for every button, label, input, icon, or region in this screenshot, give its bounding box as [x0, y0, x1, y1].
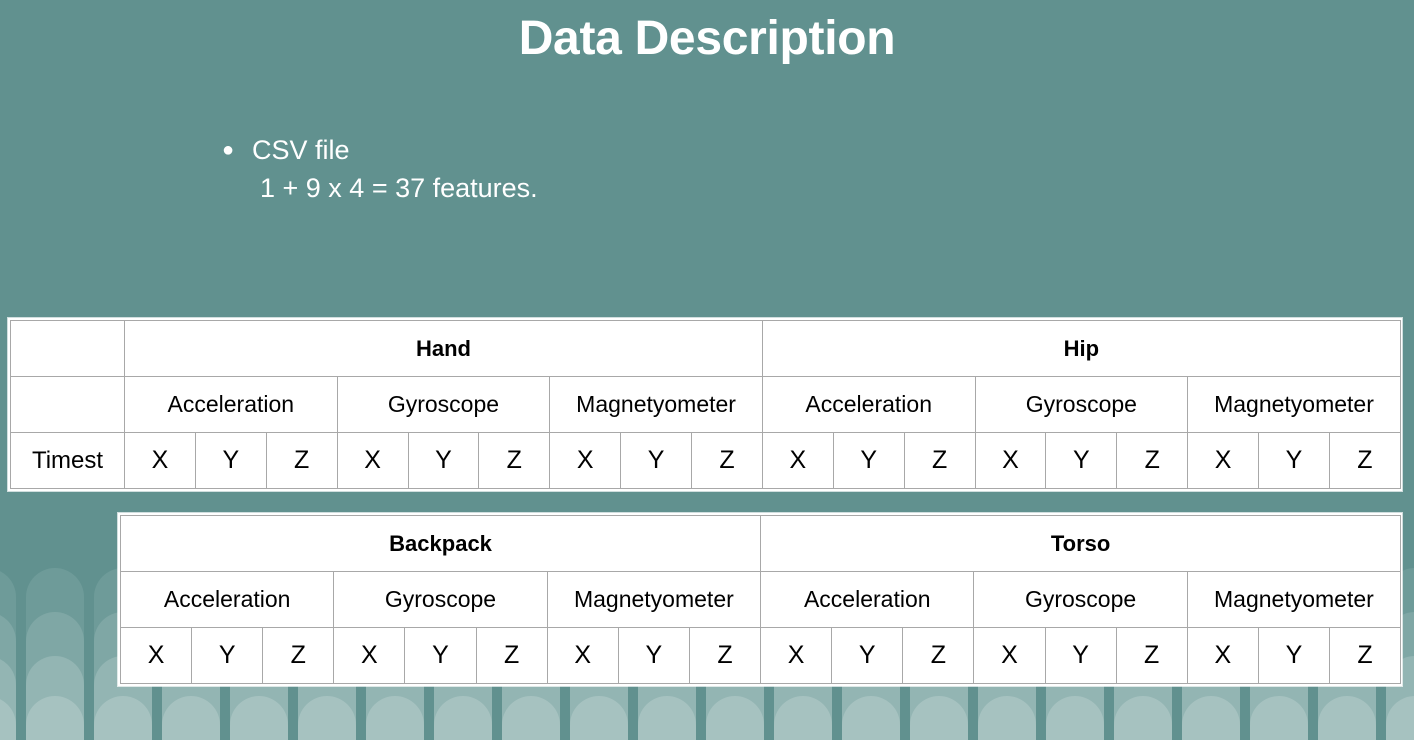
axis-cell-6: X — [546, 627, 619, 684]
axis-cell-5: Z — [478, 432, 551, 489]
axis-cell-3: X — [336, 432, 409, 489]
timestamp-cell: Timest — [10, 432, 125, 489]
arch-shape — [0, 612, 16, 740]
arch-shape — [94, 696, 152, 740]
axis-cell-11: Z — [902, 627, 975, 684]
sensor-cell-2: Magnetyometer — [549, 376, 763, 433]
arch-shape — [774, 696, 832, 740]
sensor-cell-0: Acceleration — [124, 376, 338, 433]
bullet-dot-icon: ● — [222, 139, 235, 161]
sensor-cell-3: Acceleration — [761, 376, 976, 433]
place-cell-backpack: Backpack — [119, 515, 762, 572]
axis-cell-10: Y — [832, 432, 905, 489]
arch-shape — [502, 696, 560, 740]
axis-cell-0: X — [124, 432, 196, 489]
arch-shape — [0, 568, 16, 740]
axis-cell-2: Z — [265, 432, 338, 489]
axis-cell-5: Z — [475, 627, 548, 684]
axis-cell-12: X — [973, 627, 1046, 684]
arch-shape — [366, 696, 424, 740]
sensor-cell-5: Magnetyometer — [1187, 376, 1401, 433]
arch-shape — [910, 696, 968, 740]
sensor-cell-1: Gyroscope — [336, 376, 551, 433]
sensor-blank-cell — [10, 376, 125, 433]
axis-cell-3: X — [333, 627, 406, 684]
axis-cell-9: X — [760, 627, 833, 684]
axis-cell-11: Z — [903, 432, 976, 489]
axis-cell-0: X — [119, 627, 193, 684]
arch-shape — [842, 696, 900, 740]
axis-cell-9: X — [761, 432, 834, 489]
axis-cell-6: X — [549, 432, 622, 489]
arch-shape — [0, 656, 16, 740]
axis-cell-8: Z — [691, 432, 763, 489]
bullet-list: ● CSV file 1 + 9 x 4 = 37 features. — [222, 131, 538, 207]
arch-shape — [298, 696, 356, 740]
sensor-cell-4: Gyroscope — [973, 571, 1188, 628]
arch-shape — [1386, 696, 1414, 740]
axis-cell-10: Y — [831, 627, 904, 684]
arch-shape — [230, 696, 288, 740]
arch-shape — [434, 696, 492, 740]
axis-cell-4: Y — [407, 432, 480, 489]
bullet-text: CSV file — [252, 135, 350, 165]
arch-shape — [0, 696, 16, 740]
sensor-cell-4: Gyroscope — [974, 376, 1189, 433]
axis-cell-17: Z — [1328, 432, 1401, 489]
page-title: Data Description — [518, 12, 896, 65]
axis-cell-2: Z — [262, 627, 335, 684]
axis-cell-16: Y — [1257, 627, 1330, 684]
arch-shape — [570, 696, 628, 740]
arch-shape — [26, 656, 84, 740]
arch-shape — [1250, 696, 1308, 740]
bullet-sub-line: 1 + 9 x 4 = 37 features. — [260, 173, 538, 203]
axis-cell-13: Y — [1045, 432, 1118, 489]
axis-cell-7: Y — [617, 627, 690, 684]
sensor-cell-3: Acceleration — [760, 571, 975, 628]
sensor-cell-2: Magnetyometer — [546, 571, 762, 628]
place-cell-hip: Hip — [761, 320, 1401, 377]
arch-shape — [706, 696, 764, 740]
axis-cell-15: X — [1187, 432, 1260, 489]
axis-cell-13: Y — [1044, 627, 1117, 684]
arch-shape — [1318, 696, 1376, 740]
axis-cell-4: Y — [404, 627, 477, 684]
sensor-cell-1: Gyroscope — [333, 571, 548, 628]
arch-shape — [1114, 696, 1172, 740]
axis-cell-16: Y — [1258, 432, 1330, 489]
sensor-cell-0: Acceleration — [119, 571, 335, 628]
arch-shape — [978, 696, 1036, 740]
axis-cell-15: X — [1186, 627, 1259, 684]
list-item: ● CSV file — [222, 131, 538, 169]
sensor-cell-5: Magnetyometer — [1186, 571, 1402, 628]
place-cell-hand: Hand — [124, 320, 763, 377]
arch-shape — [26, 696, 84, 740]
arch-shape — [1182, 696, 1240, 740]
arch-shape — [638, 696, 696, 740]
axis-cell-8: Z — [688, 627, 762, 684]
arch-shape — [26, 568, 84, 740]
axis-cell-14: Z — [1116, 432, 1189, 489]
axis-cell-1: Y — [191, 627, 264, 684]
axis-cell-1: Y — [194, 432, 267, 489]
arch-shape — [26, 612, 84, 740]
axis-cell-12: X — [974, 432, 1047, 489]
arch-shape — [1046, 696, 1104, 740]
axis-cell-17: Z — [1328, 627, 1402, 684]
axis-cell-14: Z — [1115, 627, 1188, 684]
arch-shape — [162, 696, 220, 740]
place-cell-torso: Torso — [760, 515, 1402, 572]
axis-cell-7: Y — [620, 432, 692, 489]
place-blank-cell — [10, 320, 125, 377]
